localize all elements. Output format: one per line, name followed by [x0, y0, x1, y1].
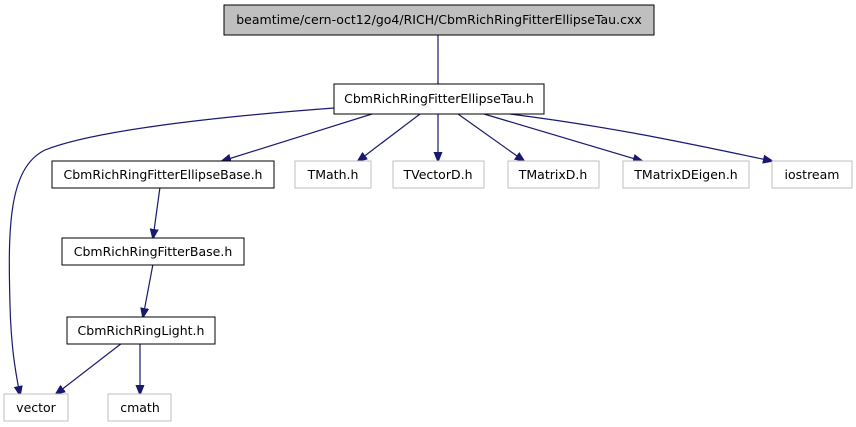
- edge-tau-h-to-tmatrixdeigen: [483, 113, 642, 161]
- file-node-tmath-h: TMath.h: [294, 160, 372, 189]
- file-node-label: iostream: [785, 167, 840, 182]
- edge-tau-h-to-tmatrixd: [457, 113, 524, 161]
- file-node-label: cmath: [120, 400, 160, 415]
- file-node-cbmrichringfitterbase-h[interactable]: CbmRichRingFitterBase.h: [61, 237, 245, 266]
- file-node-cbmrichringlight-h[interactable]: CbmRichRingLight.h: [66, 316, 216, 345]
- file-node-label: CbmRichRingFitterEllipseBase.h: [64, 167, 263, 182]
- file-node-tmatrixdeigen-h: TMatrixDEigen.h: [622, 160, 750, 189]
- edge-tau-h-to-base-h: [222, 113, 373, 161]
- file-node-label: vector: [16, 400, 57, 415]
- edge-ringlight-h-to-vector: [56, 342, 123, 394]
- file-node-cbmrichringfitterellipsebase-h[interactable]: CbmRichRingFitterEllipseBase.h: [51, 160, 275, 189]
- file-node-iostream: iostream: [771, 160, 853, 189]
- file-node-cbmrichringfitterellipsetau-h[interactable]: CbmRichRingFitterEllipseTau.h: [333, 83, 545, 115]
- edge-tau-h-to-tmath: [358, 113, 421, 161]
- file-node-label: TMatrixD.h: [518, 167, 588, 182]
- file-node-label: beamtime/cern-oct12/go4/RICH/CbmRichRing…: [236, 12, 642, 27]
- file-node-cmath: cmath: [107, 393, 172, 422]
- edge-fitterbase-h-to-ringlight-h: [143, 263, 154, 317]
- file-node-label: CbmRichRingFitterBase.h: [74, 244, 233, 259]
- dependency-edges: [8, 35, 772, 395]
- edge-tau-h-to-iostream: [509, 113, 772, 161]
- file-node-root[interactable]: beamtime/cern-oct12/go4/RICH/CbmRichRing…: [223, 4, 655, 36]
- file-node-label: CbmRichRingFitterEllipseTau.h: [344, 91, 534, 106]
- file-node-label: CbmRichRingLight.h: [78, 323, 205, 338]
- file-node-label: TVectorD.h: [403, 167, 473, 182]
- file-node-tvectord-h: TVectorD.h: [392, 160, 485, 189]
- file-node-label: TMath.h: [307, 167, 359, 182]
- file-node-label: TMatrixDEigen.h: [633, 167, 737, 182]
- file-node-tmatrixd-h: TMatrixD.h: [507, 160, 600, 189]
- edge-base-h-to-fitterbase-h: [153, 186, 161, 238]
- file-node-vector: vector: [3, 393, 69, 422]
- edge-tau-h-to-vector: [8, 107, 335, 395]
